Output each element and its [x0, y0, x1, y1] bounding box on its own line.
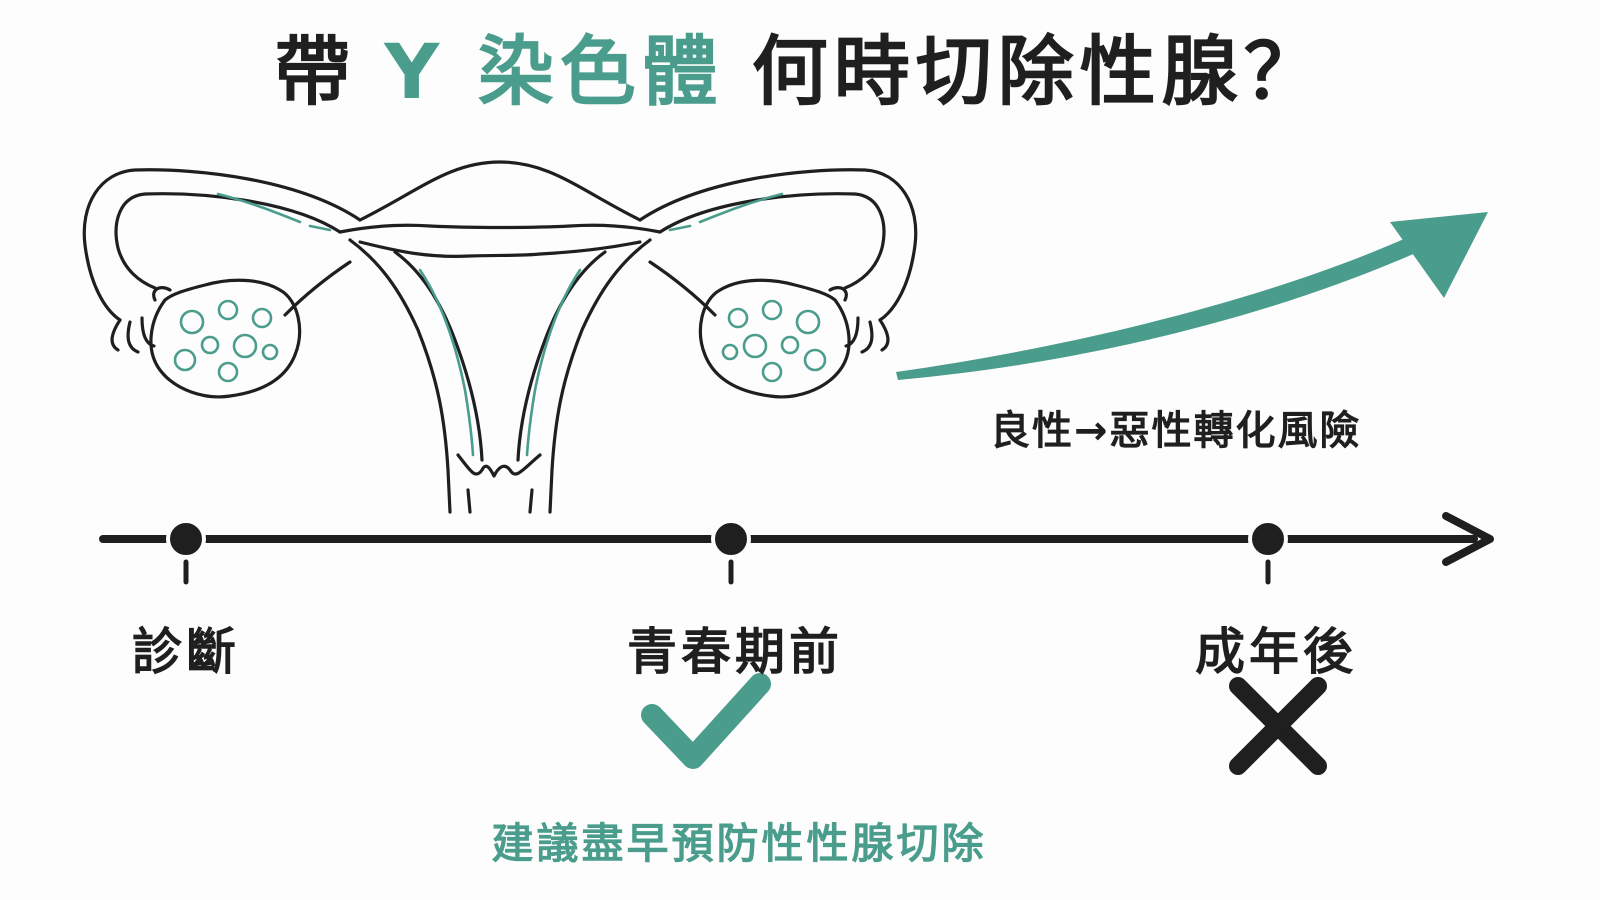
milestone-label-adulthood: 成年後	[1195, 623, 1357, 681]
milestone-label-diagnosis: 診斷	[132, 623, 240, 681]
uterus-ovaries-illustration	[82, 160, 918, 514]
illustration-accents	[173, 192, 827, 457]
title-suffix: 何時切除性腺？	[751, 27, 1326, 116]
milestone-diagnosis	[166, 519, 206, 585]
milestone-prepuberty	[711, 519, 751, 585]
risk-label: 良性→惡性轉化風險	[990, 408, 1362, 454]
recommendation-text: 建議盡早預防性性腺切除	[491, 819, 987, 868]
timeline-arrowhead	[1442, 512, 1494, 566]
rising-arrow-icon	[896, 212, 1488, 380]
cross-icon	[1229, 677, 1327, 775]
milestone-label-prepuberty: 青春期前	[627, 623, 843, 681]
title-accent: Y 染色體	[384, 27, 724, 116]
timeline	[99, 512, 1494, 585]
title-prefix: 帶	[274, 27, 357, 116]
milestone-adulthood	[1248, 519, 1288, 585]
check-icon	[641, 673, 771, 769]
